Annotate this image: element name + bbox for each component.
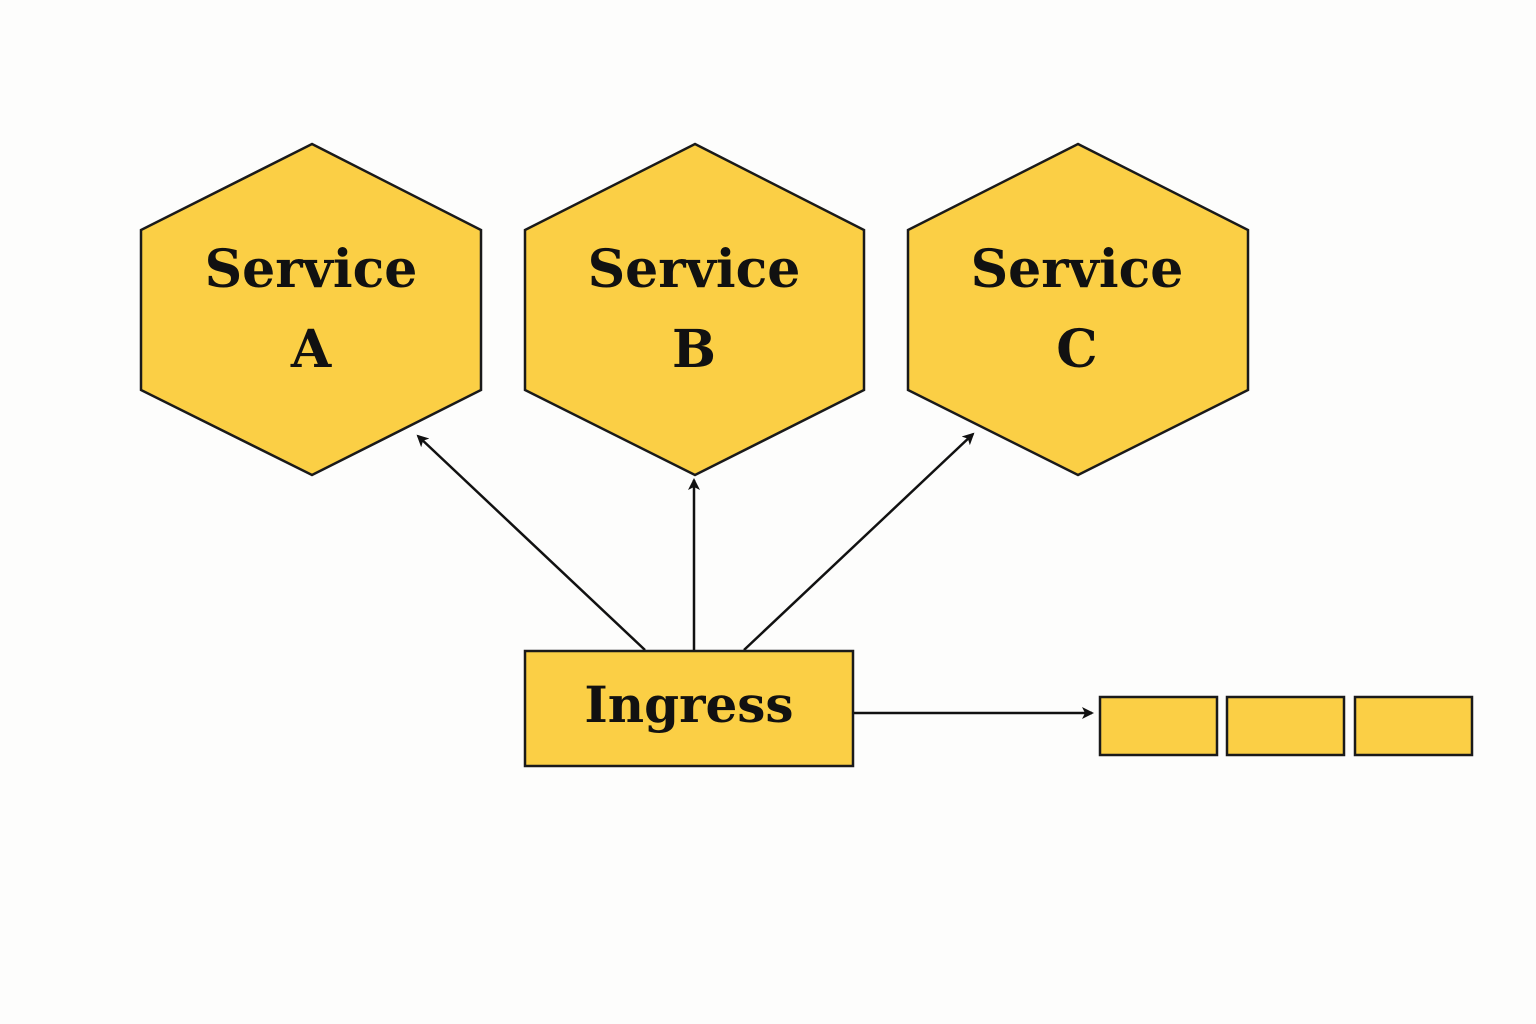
service-c-label-line1: Service bbox=[971, 239, 1184, 300]
service-b-node[interactable]: Service B bbox=[523, 142, 866, 477]
ingress-node[interactable]: Ingress bbox=[523, 649, 855, 768]
queue-segment bbox=[1225, 695, 1346, 757]
service-b-label-line1: Service bbox=[588, 239, 801, 300]
ingress-box bbox=[523, 649, 855, 768]
edge-ingress-to-service-c bbox=[743, 432, 975, 651]
queue-segment bbox=[1098, 695, 1219, 757]
service-b-label-line2: B bbox=[672, 319, 716, 380]
service-c-hexagon bbox=[906, 142, 1250, 477]
edge-ingress-to-service-a bbox=[416, 434, 646, 651]
ingress-label: Ingress bbox=[584, 675, 793, 734]
service-a-hexagon bbox=[139, 142, 483, 477]
service-c-label-line2: C bbox=[1056, 319, 1097, 380]
service-a-node[interactable]: Service A bbox=[139, 142, 483, 477]
queue-segment bbox=[1353, 695, 1474, 757]
service-a-label-line2: A bbox=[290, 319, 332, 380]
service-c-node[interactable]: Service C bbox=[906, 142, 1250, 477]
service-a-label-line1: Service bbox=[205, 239, 418, 300]
queue[interactable] bbox=[1098, 695, 1474, 757]
service-b-hexagon bbox=[523, 142, 866, 477]
